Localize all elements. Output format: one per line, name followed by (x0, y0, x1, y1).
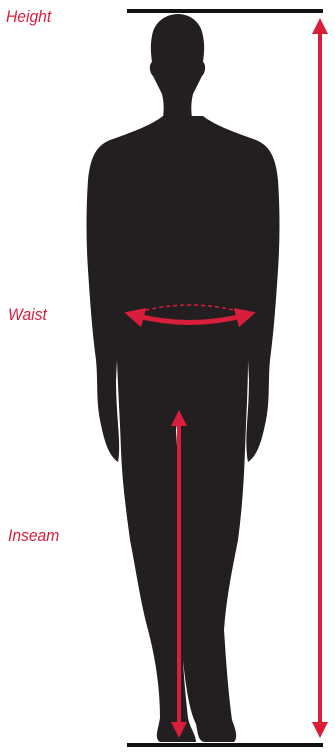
waist-label: Waist (8, 305, 47, 325)
human-silhouette-icon (87, 14, 280, 742)
inseam-label: Inseam (8, 526, 59, 546)
height-label: Height (6, 7, 51, 27)
